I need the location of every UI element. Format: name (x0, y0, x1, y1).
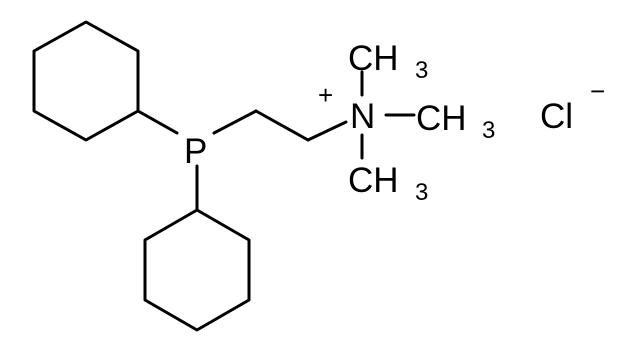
upper-cyclohexyl-ring (32, 20, 140, 142)
right-methyl-subscript: 3 (482, 117, 495, 144)
bottom-methyl-subscript: 3 (415, 179, 428, 206)
bond-ch2-to-nitrogen (306, 120, 348, 142)
right-methyl-label: CH (416, 99, 467, 138)
phosphorus-label: P (184, 132, 207, 171)
top-methyl-subscript: 3 (415, 57, 428, 84)
lower-cyclohexyl-ring (143, 208, 251, 332)
bond-ch2-to-ch2 (254, 109, 310, 142)
bottom-methyl-label: CH (348, 161, 399, 200)
anion-charge: − (590, 76, 605, 106)
nitrogen-label: N (350, 97, 375, 136)
bond-phosphorus-to-ch2 (212, 109, 258, 135)
cation-charge: + (318, 80, 333, 110)
top-methyl-label: CH (348, 39, 399, 78)
bond-ring-to-phosphorus (136, 109, 179, 135)
chlorine-label: Cl (540, 97, 573, 136)
